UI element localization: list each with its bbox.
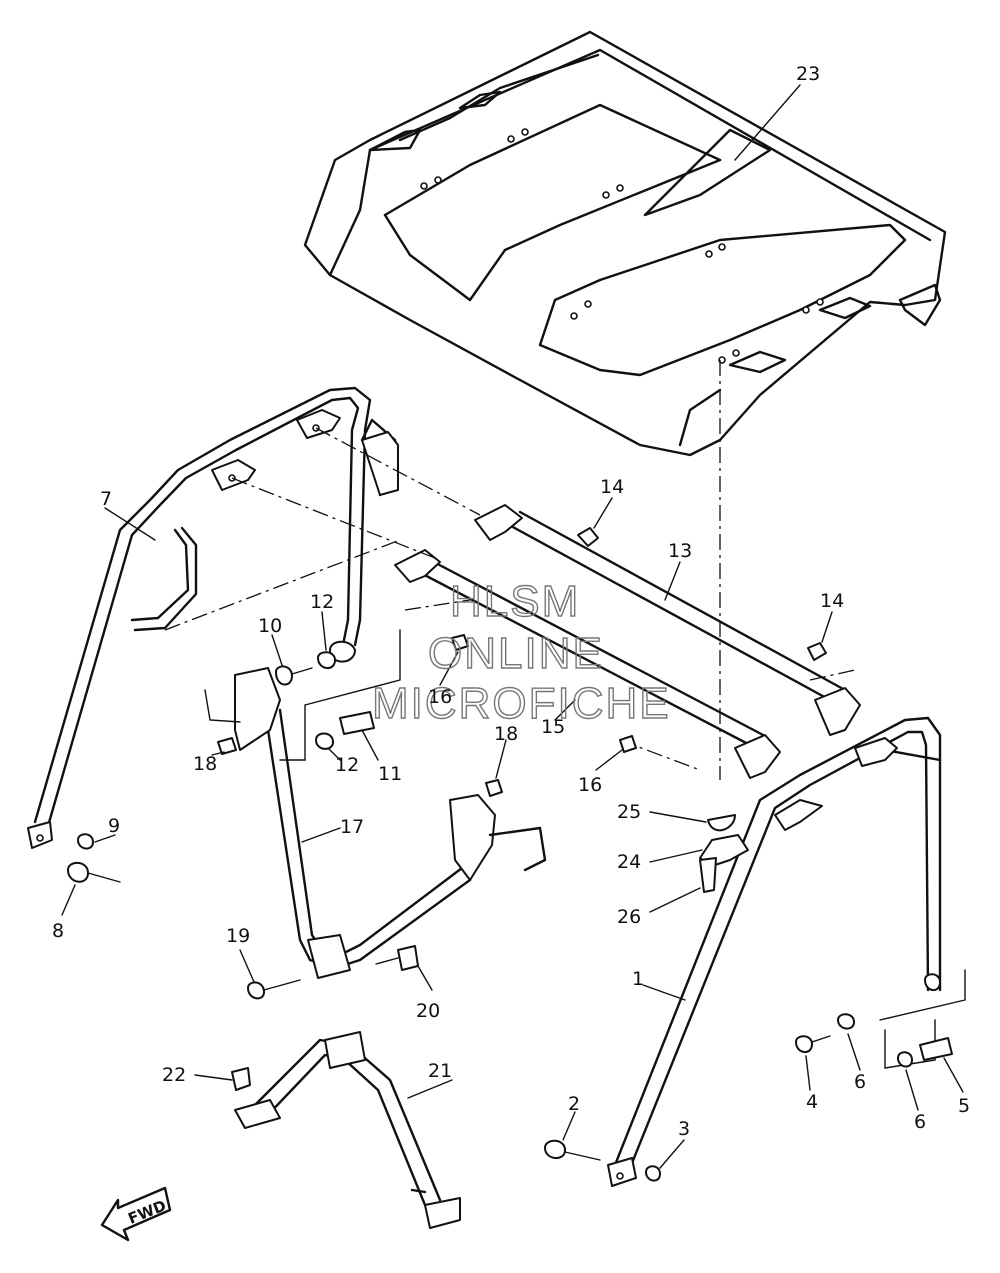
bolt-4 [795, 1035, 831, 1053]
callout-8: 8 [52, 920, 64, 942]
callout-12-lower: 12 [335, 754, 359, 776]
callout-23: 23 [796, 63, 820, 85]
rear-frame-left [27, 386, 372, 849]
callout-1: 1 [632, 968, 644, 990]
washer-9 [77, 833, 94, 850]
bolt-16-left [451, 634, 469, 651]
bolt-11 [339, 711, 375, 735]
bolt-20 [375, 945, 419, 971]
callout-24: 24 [617, 851, 641, 873]
callout-17: 17 [340, 816, 364, 838]
callout-20: 20 [416, 1000, 440, 1022]
rear-frame-right [607, 716, 942, 1187]
callout-16-right: 16 [578, 774, 602, 796]
fasteners [67, 527, 953, 1182]
bolt-5 [919, 1037, 953, 1061]
callout-14-right: 14 [820, 590, 844, 612]
callout-25: 25 [617, 801, 641, 823]
watermark: HLSM ONLINE MICROFICHE [371, 576, 671, 728]
callout-6-lower: 6 [914, 1111, 926, 1133]
callout-3: 3 [678, 1118, 690, 1140]
lower-stand [234, 1031, 461, 1229]
bolt-16-right [619, 735, 637, 753]
callout-5: 5 [958, 1095, 970, 1117]
alignment-lines [164, 360, 966, 1069]
bolt-22 [231, 1067, 251, 1091]
callouts: 1 2 3 4 5 6 6 7 8 9 10 11 12 12 13 14 14… [52, 63, 970, 1140]
cross-bar-upper [474, 504, 861, 736]
callout-21: 21 [428, 1060, 452, 1082]
collar-12-lower [315, 732, 334, 750]
callout-14-upper: 14 [600, 476, 624, 498]
bolt-18-right [485, 779, 503, 797]
collar-12-upper [317, 651, 336, 669]
callout-13: 13 [668, 540, 692, 562]
callout-18-left: 18 [193, 753, 217, 775]
callout-2: 2 [568, 1093, 580, 1115]
callout-15: 15 [541, 716, 565, 738]
watermark-line2: ONLINE [428, 629, 604, 678]
callout-9: 9 [108, 815, 120, 837]
callout-7: 7 [100, 488, 112, 510]
watermark-line3: MICROFICHE [372, 679, 671, 728]
callout-22: 22 [162, 1064, 186, 1086]
callout-12-upper: 12 [310, 591, 334, 613]
bolt-2 [544, 1139, 601, 1161]
bolt-8 [67, 861, 121, 883]
watermark-line1: HLSM [450, 577, 580, 626]
frame-uprights [329, 418, 399, 663]
callout-4: 4 [806, 1091, 818, 1113]
leader-lines [61, 84, 964, 1169]
screw-26 [699, 857, 717, 893]
washer-6-upper [837, 1013, 855, 1030]
clamp-25 [707, 814, 736, 832]
cross-bar-lower [394, 549, 781, 779]
bolt-14-right [807, 642, 827, 661]
roof-panel [303, 30, 947, 457]
callout-16-left: 16 [428, 686, 452, 708]
callout-26: 26 [617, 906, 641, 928]
callout-19: 19 [226, 925, 250, 947]
bolt-14-upper [577, 527, 599, 547]
callout-11: 11 [378, 763, 402, 785]
callout-18-right: 18 [494, 723, 518, 745]
bolt-19 [247, 979, 301, 1000]
nut-3 [645, 1165, 661, 1182]
bolt-18-left [217, 737, 237, 755]
front-brace [234, 667, 547, 979]
washer-6-lower [897, 1051, 913, 1068]
callout-10: 10 [258, 615, 282, 637]
fwd-arrow-icon: FWD [100, 1186, 172, 1242]
callout-6-upper: 6 [854, 1071, 866, 1093]
bolt-10 [275, 665, 313, 686]
